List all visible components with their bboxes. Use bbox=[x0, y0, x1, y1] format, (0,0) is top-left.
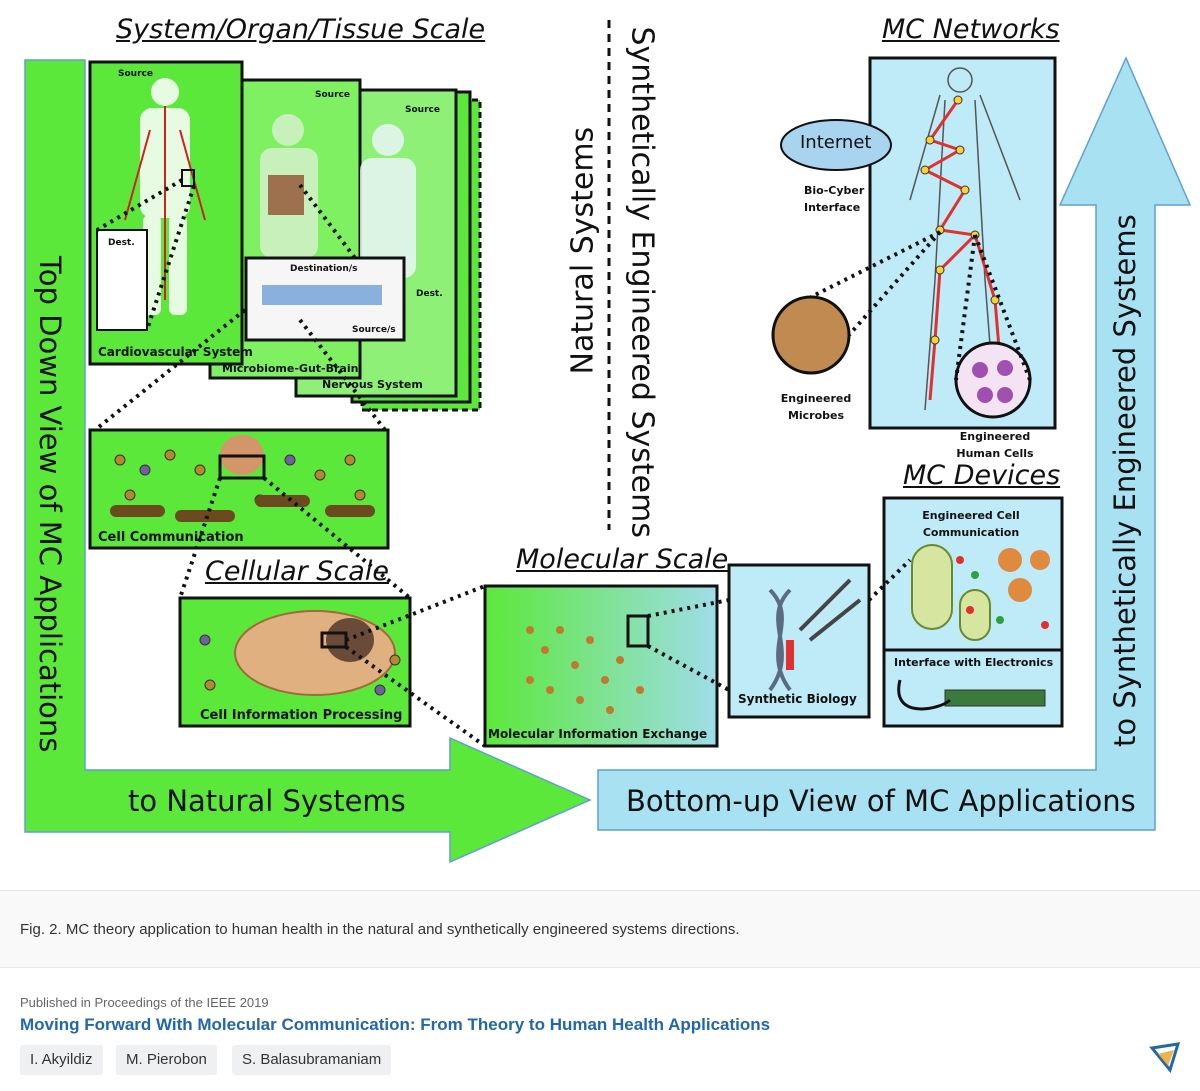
gut-villi bbox=[262, 285, 382, 305]
pliers-icon bbox=[798, 578, 862, 642]
zoom-box-cell bbox=[218, 454, 266, 480]
dest-label-2: Dest. bbox=[416, 289, 443, 299]
circuit-board-icon bbox=[944, 689, 1046, 707]
engineered-cell-1 bbox=[911, 544, 953, 630]
bacteria bbox=[110, 495, 375, 522]
dna-edit bbox=[786, 640, 794, 670]
panel-cell-communication bbox=[88, 428, 390, 550]
to-synthetic-label: to Synthetically Engineered Systems bbox=[1108, 214, 1142, 747]
figure-caption: Fig. 2. MC theory application to human h… bbox=[20, 921, 740, 938]
author-chip[interactable]: M. Pierobon bbox=[116, 1045, 217, 1075]
eng-human-cells-label: Engineered Human Cells bbox=[956, 430, 1034, 460]
cell-comm-caption: Cell Communication bbox=[98, 530, 244, 545]
cell-circle-1 bbox=[998, 548, 1022, 572]
cell-info-caption: Cell Information Processing bbox=[200, 708, 403, 723]
blue-arrow bbox=[597, 56, 1192, 831]
cell-body bbox=[234, 610, 396, 696]
panel-synthetic-biology bbox=[727, 563, 871, 719]
internet-label: Internet bbox=[800, 132, 872, 153]
cellular-molecules bbox=[199, 634, 401, 696]
to-natural-label: to Natural Systems bbox=[128, 784, 406, 818]
publication-venue: Published in Proceedings of the IEEE 201… bbox=[20, 995, 269, 1010]
engineered-microbes-icon bbox=[771, 295, 851, 375]
internet-cloud-icon bbox=[780, 119, 892, 171]
paper-title-link[interactable]: Moving Forward With Molecular Communicat… bbox=[20, 1015, 771, 1034]
title-molecular-scale: Molecular Scale bbox=[516, 544, 729, 575]
signal-dots bbox=[956, 556, 1049, 629]
nervous-caption: Nervous System bbox=[322, 378, 423, 391]
author-chip[interactable]: S. Balasubramaniam bbox=[232, 1045, 392, 1075]
source-s-label: Source/s bbox=[352, 325, 396, 335]
title-mc-devices: MC Devices bbox=[903, 460, 1061, 491]
engineered-cell-2 bbox=[959, 589, 991, 641]
zoom-marker bbox=[181, 169, 195, 187]
engineered-human-cells-icon bbox=[954, 341, 1032, 419]
panel-molecular bbox=[483, 584, 719, 748]
figure: System/Organ/Tissue Scale MC Networks Ce… bbox=[24, 14, 1192, 864]
interface-electronics-label: Interface with Electronics bbox=[894, 656, 1054, 669]
microbiome-caption: Microbiome-Gut-Brain bbox=[222, 362, 359, 375]
title-system-scale: System/Organ/Tissue Scale bbox=[116, 14, 486, 45]
source-label-2: Source bbox=[315, 90, 350, 100]
cell-comm-molecules bbox=[114, 449, 366, 506]
dest-box bbox=[96, 229, 148, 331]
molecule-dots bbox=[526, 626, 644, 714]
cable bbox=[897, 679, 952, 711]
source-label-3: Source bbox=[405, 105, 440, 115]
natural-systems-label: Natural Systems bbox=[565, 126, 601, 375]
cell-nucleus bbox=[326, 618, 374, 662]
cell-circle-3 bbox=[1030, 550, 1050, 570]
mol-exchange-caption: Molecular Information Exchange bbox=[488, 727, 708, 741]
caption-bar: Fig. 2. MC theory application to human h… bbox=[0, 890, 1200, 968]
source-label-1: Source bbox=[118, 69, 153, 79]
destination-label: Destination/s bbox=[290, 264, 358, 274]
human-cells bbox=[972, 360, 1013, 403]
dest-label-1: Dest. bbox=[108, 238, 135, 248]
cardio-caption: Cardiovascular System bbox=[98, 345, 253, 359]
zoom-connectors bbox=[93, 178, 1032, 748]
gut-organ bbox=[268, 175, 304, 215]
figure-graphics bbox=[24, 20, 1192, 864]
bio-cyber-label: Bio-Cyber Interface bbox=[804, 184, 865, 214]
author-chip[interactable]: I. Akyildiz bbox=[20, 1045, 103, 1075]
zoom-box-molecule bbox=[626, 614, 650, 648]
eng-microbes-label: Engineered Microbes bbox=[780, 392, 852, 422]
dna-helix-icon bbox=[768, 588, 792, 692]
publisher-logo-icon[interactable] bbox=[1148, 1040, 1184, 1076]
eng-cell-comm-label: Engineered Cell Communication bbox=[922, 509, 1020, 539]
green-arrow bbox=[24, 59, 592, 864]
title-mc-networks: MC Networks bbox=[882, 14, 1060, 45]
top-down-label: Top Down View of MC Applications bbox=[33, 256, 67, 753]
cell-circle-2 bbox=[1008, 578, 1032, 602]
network-body-outline bbox=[909, 67, 1021, 411]
bottom-up-label: Bottom-up View of MC Applications bbox=[626, 784, 1136, 818]
title-cellular-scale: Cellular Scale bbox=[205, 556, 389, 587]
synth-bio-caption: Synthetic Biology bbox=[738, 692, 857, 706]
human-body-nerve bbox=[360, 124, 416, 278]
blood-vessels bbox=[124, 106, 206, 300]
synthetic-systems-label: Synthetically Engineered Systems bbox=[624, 26, 660, 538]
